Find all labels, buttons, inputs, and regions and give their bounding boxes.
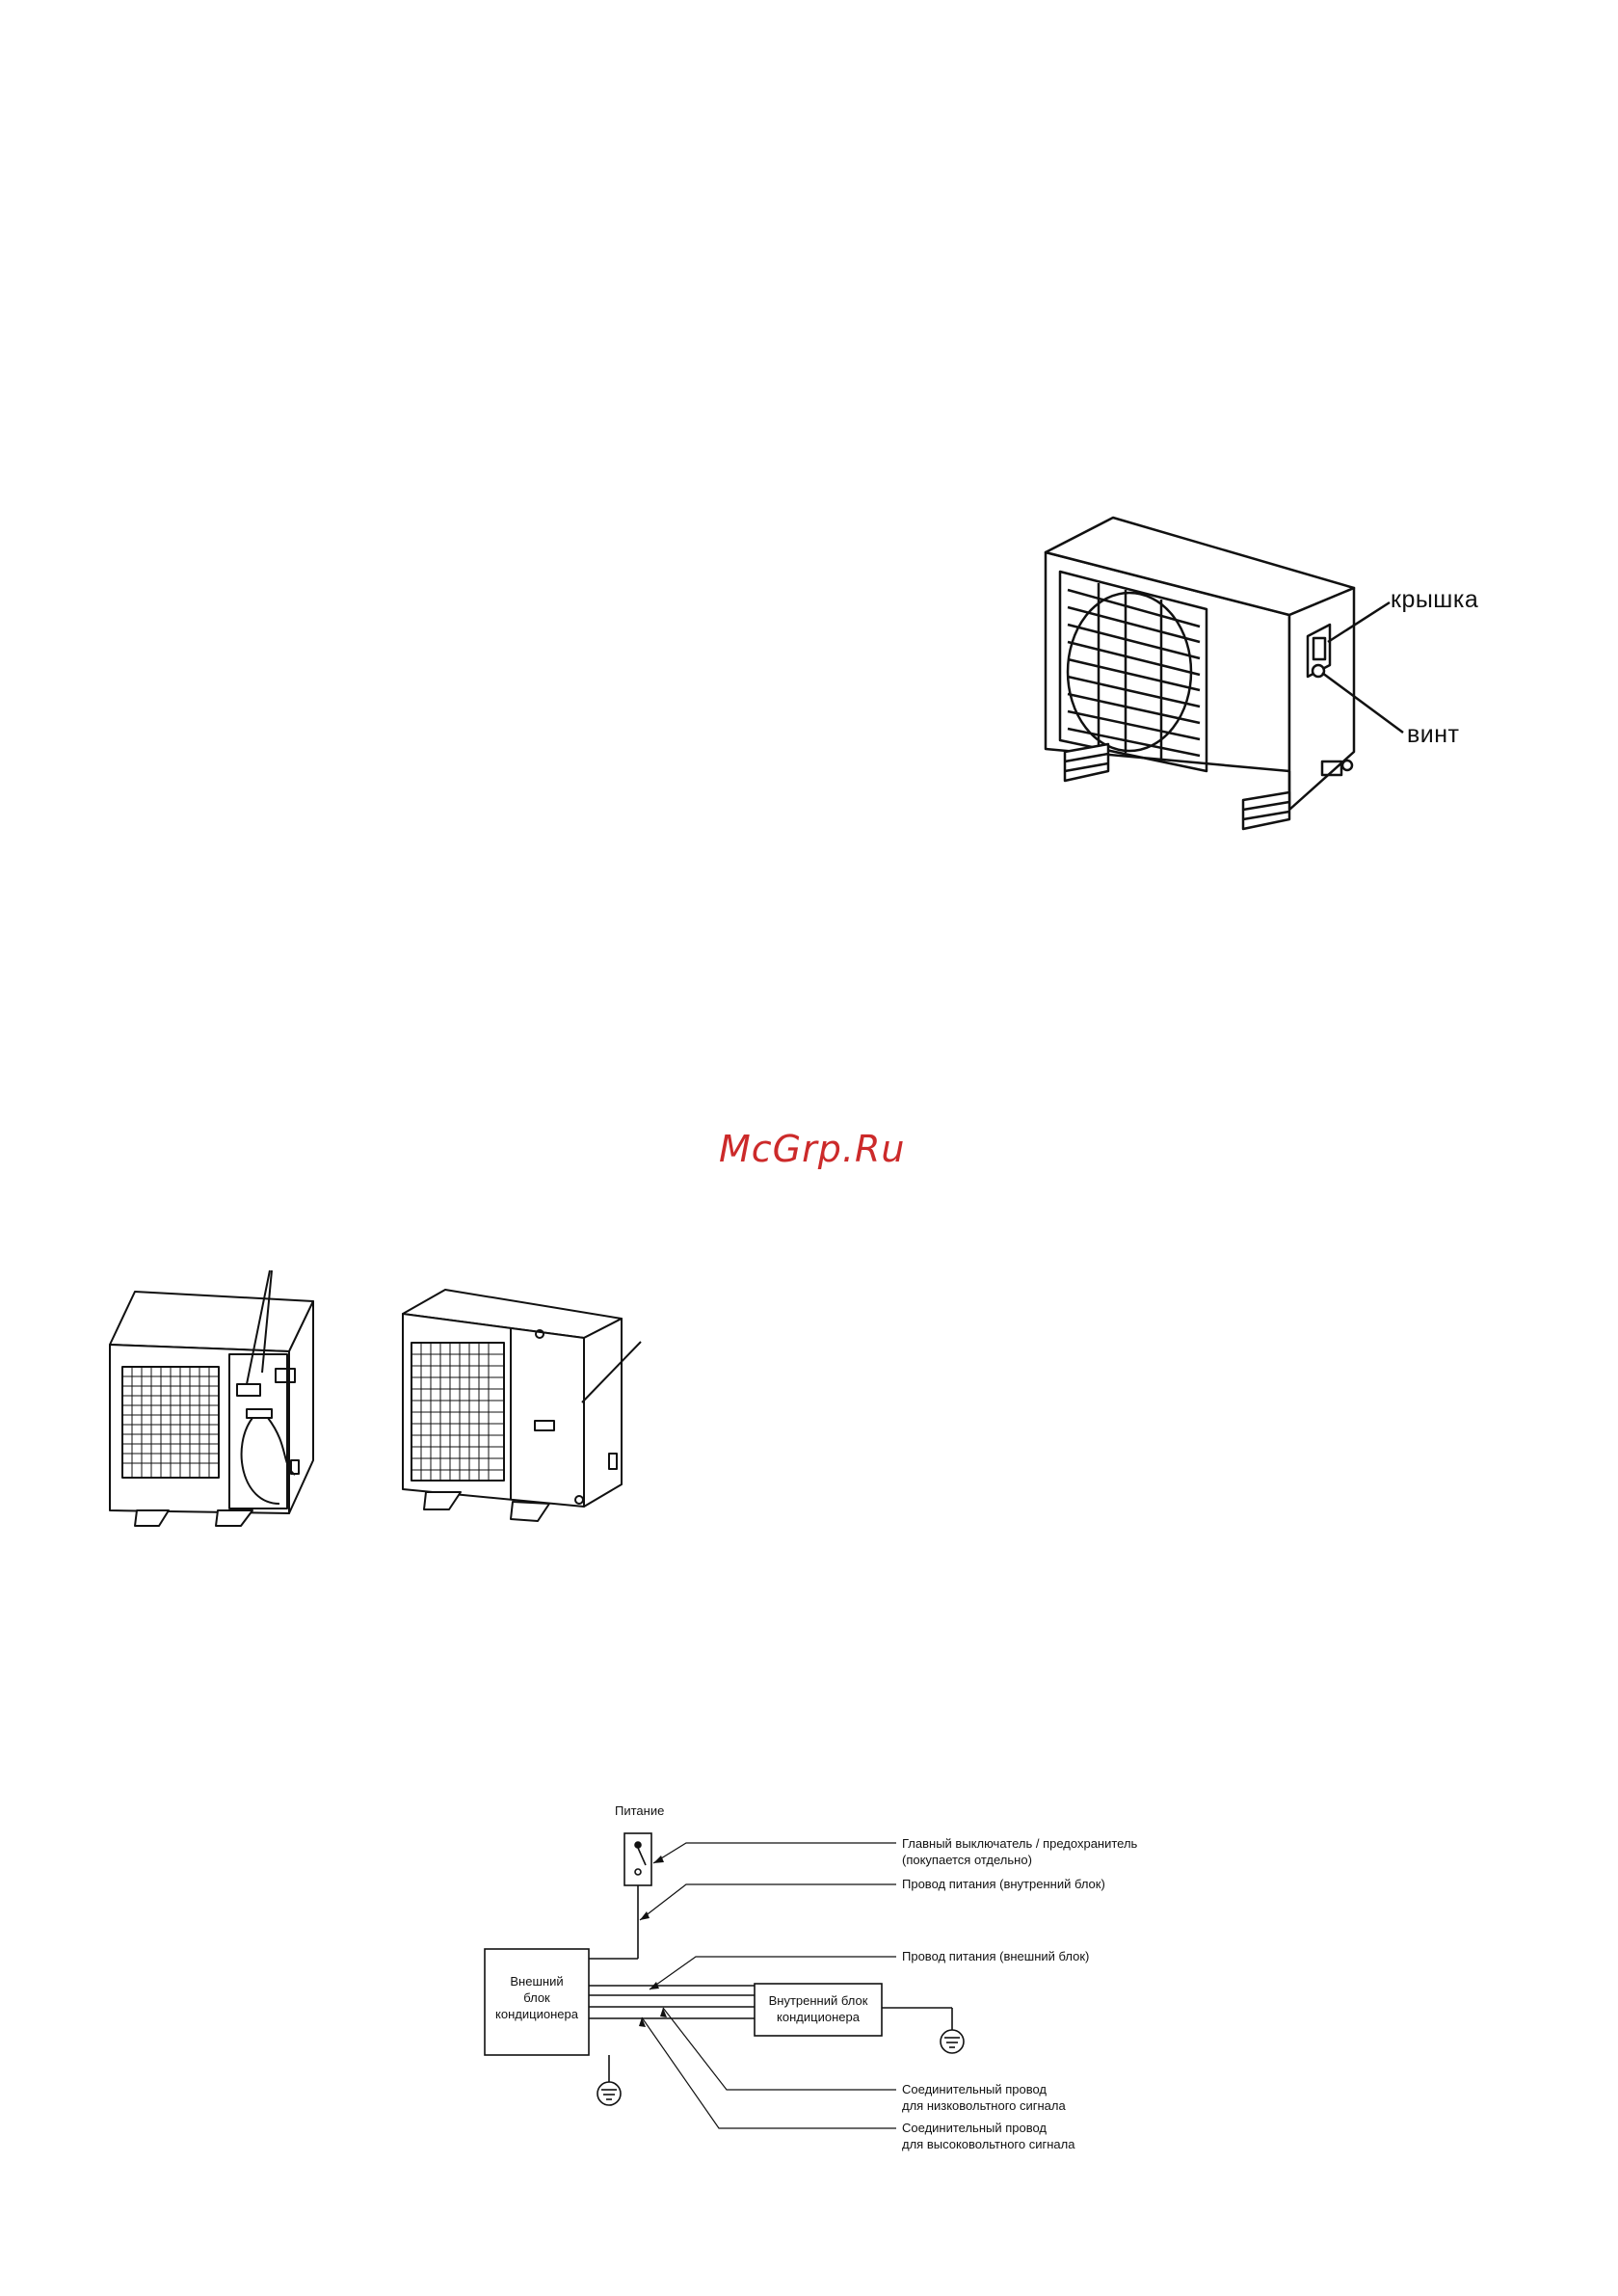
high-voltage-label-line2: для высоковольтного сигнала bbox=[902, 2137, 1075, 2151]
indoor-unit-label-line1: Внутренний блок bbox=[768, 1993, 868, 2008]
high-voltage-label-line1: Соединительный провод bbox=[902, 2121, 1048, 2135]
outdoor-unit-label-line1: Внешний bbox=[510, 1974, 564, 1989]
low-voltage-label-line2: для низковольтного сигнала bbox=[902, 2098, 1066, 2113]
watermark-text: McGrp.Ru bbox=[719, 1128, 906, 1170]
main-switch-label-line2: (покупается отдельно) bbox=[902, 1853, 1032, 1867]
power-label: Питание bbox=[615, 1803, 665, 1818]
indoor-unit-label-line2: кондиционера bbox=[777, 2010, 860, 2024]
power-cable-indoor-label: Провод питания (внутренний блок) bbox=[902, 1877, 1105, 1891]
outdoor-unit-label-line3: кондиционера bbox=[495, 2007, 578, 2021]
outdoor-unit-label-line2: блок bbox=[523, 1990, 550, 2005]
main-switch-label-line1: Главный выключатель / предохранитель bbox=[902, 1836, 1138, 1851]
low-voltage-label-line1: Соединительный провод bbox=[902, 2082, 1048, 2096]
screw-label: винт bbox=[1407, 721, 1460, 748]
power-cable-outdoor-label: Провод питания (внешний блок) bbox=[902, 1949, 1090, 1963]
cover-label: крышка bbox=[1391, 586, 1479, 613]
